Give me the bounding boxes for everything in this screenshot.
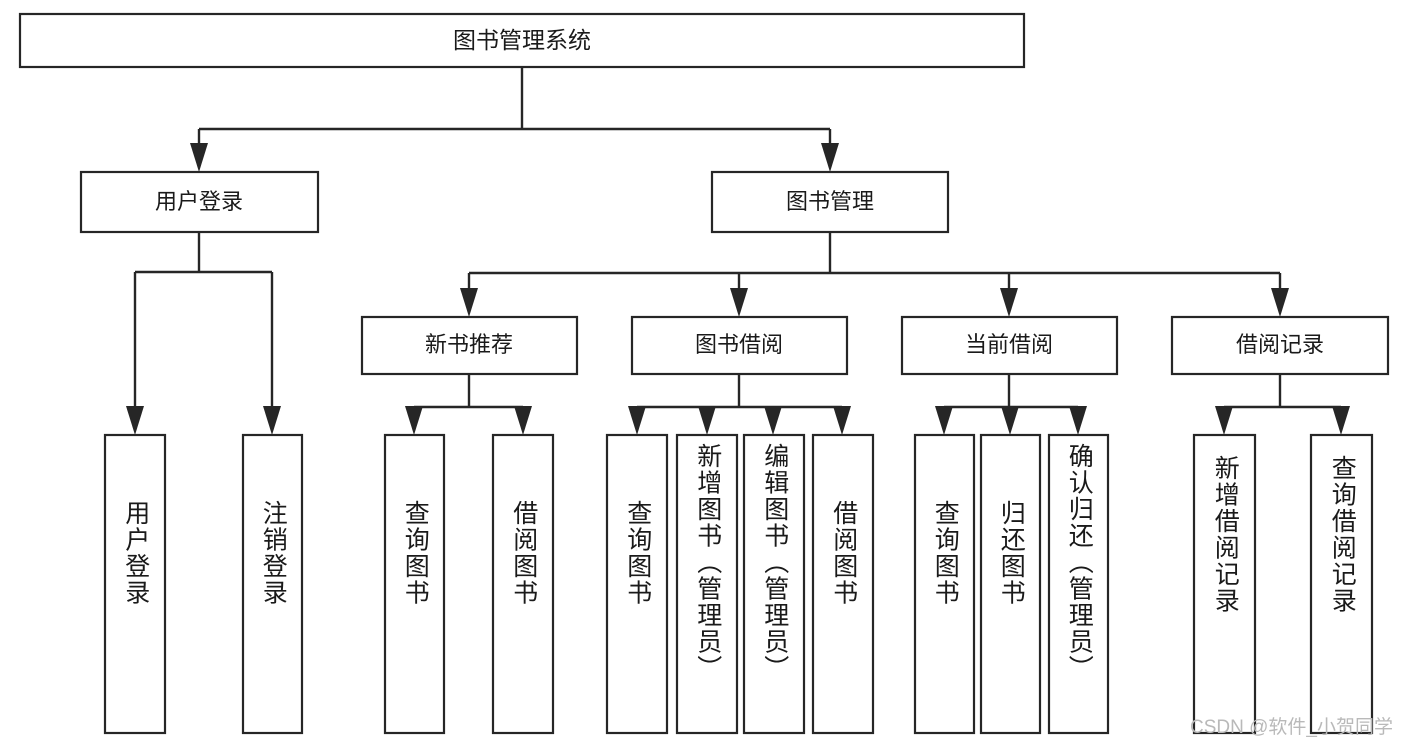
- arrow-head-mgmt-child-2: [730, 288, 748, 317]
- arrow-head-newbook-leaf-2: [514, 406, 532, 435]
- arrow-head-bookborrow-leaf-4: [833, 406, 851, 435]
- node-root-box[interactable]: [18, 12, 1026, 69]
- leaf-box-new-book-1[interactable]: [383, 433, 446, 735]
- node-current-borrow-box[interactable]: [900, 315, 1119, 376]
- arrow-head-currentborrow-leaf-1: [935, 406, 953, 435]
- node-borrow-record[interactable]: 借阅记录: [1170, 315, 1390, 376]
- arrow-head-mgmt-child-1: [460, 288, 478, 317]
- node-new-book-recommend[interactable]: 新书推荐: [360, 315, 579, 376]
- leaf-box-book-borrow-4[interactable]: [811, 433, 875, 735]
- node-user-login-box[interactable]: [79, 170, 320, 234]
- connector-group-new-book: [405, 374, 532, 435]
- leaf-box-borrow-record-2[interactable]: [1309, 433, 1374, 735]
- arrow-head-currentborrow-leaf-3: [1069, 406, 1087, 435]
- leaf-box-book-borrow-1[interactable]: [605, 433, 669, 735]
- arrow-head-bookborrow-leaf-3: [764, 406, 782, 435]
- arrow-head-bookborrow-leaf-2: [698, 406, 716, 435]
- node-root[interactable]: 图书管理系统: [18, 12, 1026, 69]
- arrow-head-to-mgmt: [821, 143, 839, 172]
- node-book-management-label: 图书管理: [786, 189, 874, 214]
- node-user-login-label: 用户登录: [155, 189, 243, 214]
- node-book-borrow[interactable]: 图书借阅: [630, 315, 849, 376]
- node-book-management[interactable]: 图书管理: [710, 170, 950, 234]
- arrow-head-login-leaf-2: [263, 406, 281, 435]
- arrow-head-mgmt-child-3: [1000, 288, 1018, 317]
- arrow-head-to-login: [190, 143, 208, 172]
- connector-group-book-borrow: [628, 374, 851, 435]
- connector-group-borrow-record: [1215, 374, 1350, 435]
- leaf-box-user-login-1[interactable]: [103, 433, 167, 735]
- watermark-text: CSDN @软件_小贺同学: [1190, 717, 1393, 738]
- node-borrow-record-box[interactable]: [1170, 315, 1390, 376]
- leaf-box-user-login-2[interactable]: [241, 433, 304, 735]
- node-root-label: 图书管理系统: [453, 27, 591, 53]
- leaf-box-borrow-record-1[interactable]: [1192, 433, 1257, 735]
- leaf-box-new-book-2[interactable]: [491, 433, 555, 735]
- leaf-box-group: [103, 433, 1374, 735]
- leaf-box-current-borrow-2[interactable]: [979, 433, 1042, 735]
- node-new-book-recommend-box[interactable]: [360, 315, 579, 376]
- connector-group-book-management: [460, 232, 1289, 317]
- node-new-book-recommend-label: 新书推荐: [425, 332, 513, 357]
- arrow-head-bookborrow-leaf-1: [628, 406, 646, 435]
- node-borrow-record-label: 借阅记录: [1236, 332, 1324, 357]
- leaf-box-current-borrow-1[interactable]: [913, 433, 976, 735]
- arrow-head-newbook-leaf-1: [405, 406, 423, 435]
- node-current-borrow-label: 当前借阅: [965, 332, 1053, 357]
- leaf-box-book-borrow-3[interactable]: [742, 433, 806, 735]
- node-book-management-box[interactable]: [710, 170, 950, 234]
- node-current-borrow[interactable]: 当前借阅: [900, 315, 1119, 376]
- leaf-box-book-borrow-2[interactable]: [675, 433, 739, 735]
- node-user-login[interactable]: 用户登录: [79, 170, 320, 234]
- arrow-head-mgmt-child-4: [1271, 288, 1289, 317]
- arrow-head-login-leaf-1: [126, 406, 144, 435]
- node-book-borrow-label: 图书借阅: [695, 332, 783, 357]
- leaf-box-current-borrow-3[interactable]: [1047, 433, 1110, 735]
- arrow-head-borrowrecord-leaf-1: [1215, 406, 1233, 435]
- connector-group-root: [190, 67, 839, 172]
- arrow-head-currentborrow-leaf-2: [1001, 406, 1019, 435]
- node-book-borrow-box[interactable]: [630, 315, 849, 376]
- connector-group-current-borrow: [935, 374, 1087, 435]
- connector-group-user-login: [126, 232, 281, 435]
- arrow-head-borrowrecord-leaf-2: [1332, 406, 1350, 435]
